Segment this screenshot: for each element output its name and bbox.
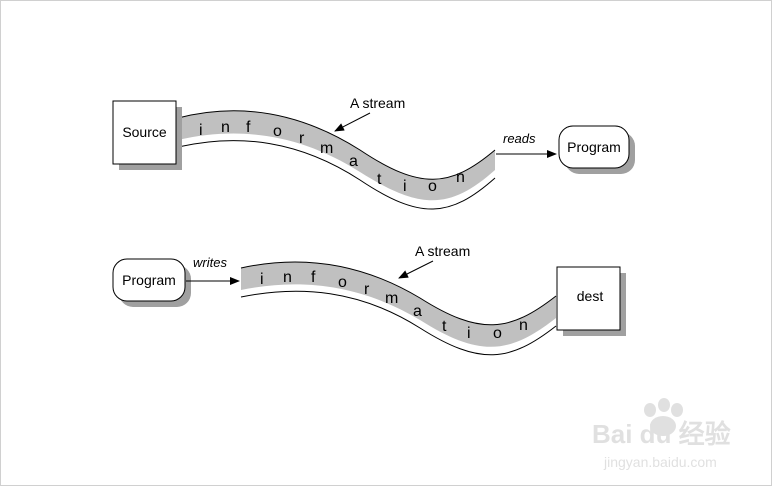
reads-label: reads [503, 131, 536, 146]
stream-letter: t [377, 171, 382, 188]
stream-letter: n [519, 317, 528, 334]
dest-label: dest [577, 288, 604, 304]
program-label: Program [122, 272, 176, 288]
stream-letters: i n f o r m a t i o n [199, 119, 465, 195]
stream-letter: o [273, 123, 282, 140]
stream-letter: o [428, 178, 437, 195]
stream-letter: i [467, 325, 471, 342]
stream-letter: i [403, 178, 407, 195]
stream-pointer-arrow [398, 260, 434, 279]
stream-letter: n [221, 119, 230, 136]
stream-edge-bottom [177, 140, 496, 210]
watermark-brand: Bai du 经验 [592, 419, 731, 449]
program-box [112, 258, 186, 302]
source-box [112, 100, 177, 165]
stream-letter: n [283, 269, 292, 286]
stream-band [241, 261, 556, 347]
program-label: Program [567, 139, 621, 155]
program-box [558, 125, 630, 169]
stream-letter: r [364, 281, 370, 298]
stream-letter: n [456, 169, 465, 186]
stream-letter: a [349, 153, 358, 170]
top-diagram: i n f o r m a t i o n Source A stream re… [112, 95, 635, 210]
stream-edge-top [177, 110, 496, 180]
dest-box [556, 266, 621, 331]
watermark: Bai du 经验 jingyan.baidu.com [592, 398, 731, 470]
stream-letter: m [385, 290, 398, 307]
stream-letter: a [413, 303, 422, 320]
stream-edge-top [240, 261, 557, 326]
stream-caption: A stream [350, 95, 405, 111]
stream-letters: i n f o r m a t i o n [260, 269, 528, 342]
stream-letter: i [199, 122, 203, 139]
stream-letter: m [320, 140, 333, 157]
paw-icon [644, 398, 683, 436]
stream-edge-bottom [240, 290, 557, 356]
stream-letter: r [299, 130, 305, 147]
stream-pointer-arrow [334, 112, 371, 132]
stream-letter: t [442, 318, 447, 335]
watermark-url: jingyan.baidu.com [603, 454, 717, 470]
bottom-diagram: i n f o r m a t i o n Program writes A s… [112, 243, 626, 356]
stream-letter: f [311, 269, 316, 286]
stream-letter: i [260, 271, 264, 288]
stream-letter: f [246, 119, 251, 136]
stream-letter: o [493, 325, 502, 342]
stream-caption: A stream [415, 243, 470, 259]
writes-label: writes [193, 255, 227, 270]
stream-band [178, 110, 495, 201]
source-label: Source [122, 124, 167, 140]
stream-letter: o [338, 274, 347, 291]
